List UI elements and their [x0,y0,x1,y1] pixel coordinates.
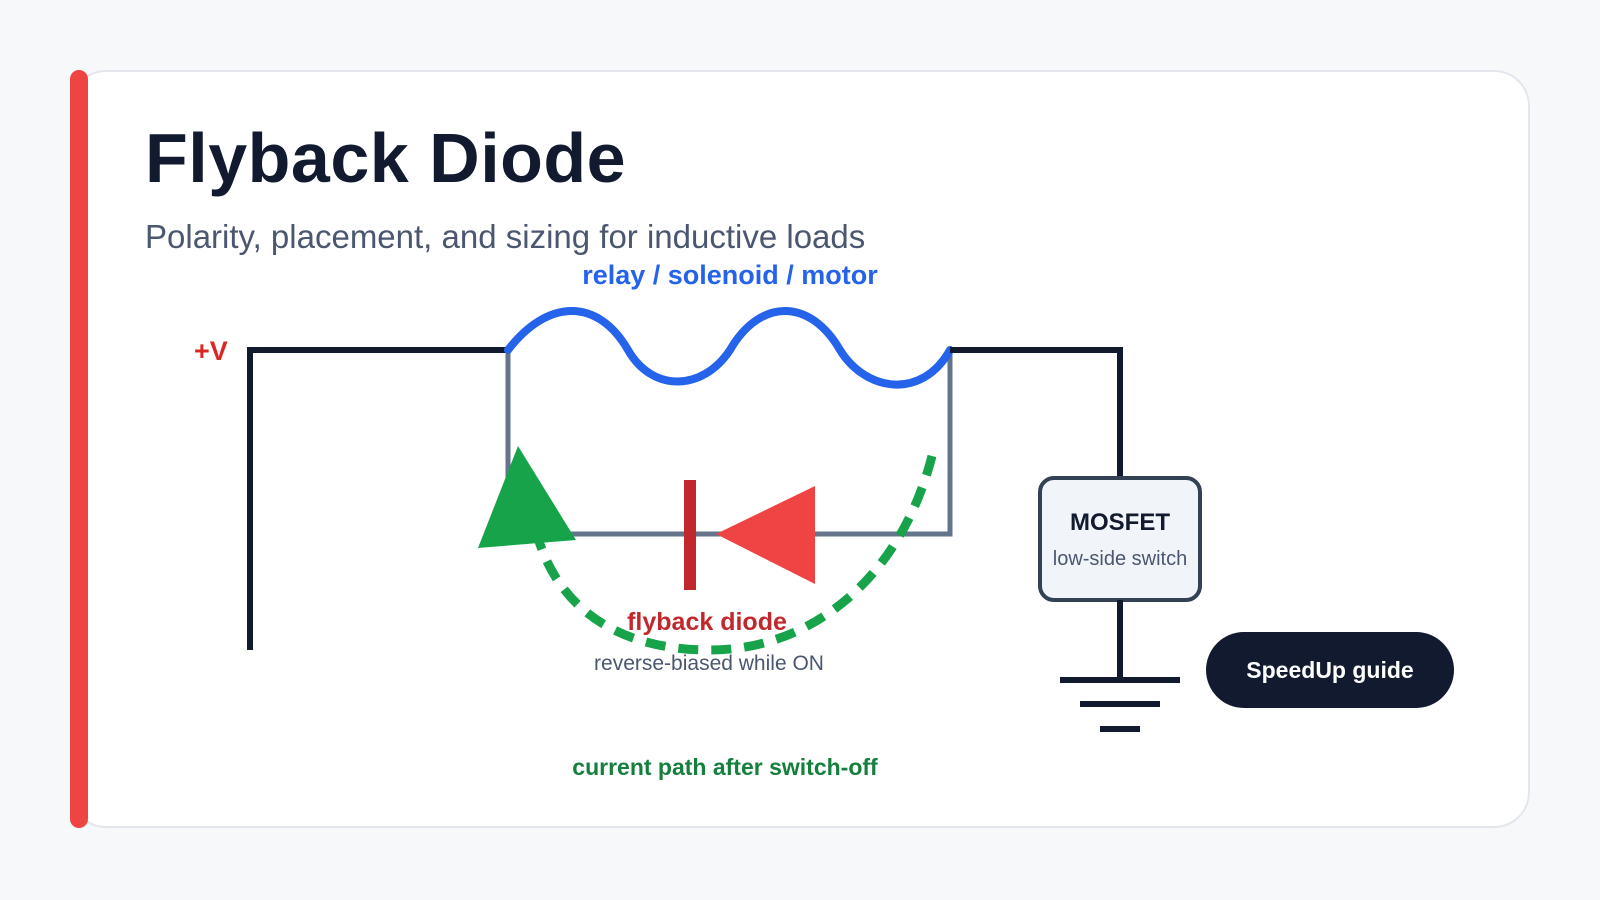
supply-label: +V [194,336,228,366]
current-path-arrowhead [478,446,576,548]
mosfet-sublabel: low-side switch [1053,548,1187,570]
mosfet-label: MOSFET [1070,509,1170,536]
coil-symbol [504,307,954,389]
page-title: Flyback Diode [145,119,627,197]
switch-wire [950,347,1123,478]
supply-wire [247,347,508,650]
load-label: relay / solenoid / motor [582,260,878,290]
mosfet-box [1038,476,1202,602]
current-path-arc [533,454,937,655]
diode-branch-wire [505,350,953,537]
ground-icon [1060,677,1180,732]
page-subtitle: Polarity, placement, and sizing for indu… [145,218,866,255]
speedup-guide-button[interactable]: SpeedUp guide [1206,632,1454,708]
diode-triangle [716,486,815,584]
current-path-label: current path after switch-off [572,754,878,780]
accent-bar [70,70,88,828]
diode-label: flyback diode [627,608,787,636]
diode-sublabel: reverse-biased while ON [594,652,824,675]
